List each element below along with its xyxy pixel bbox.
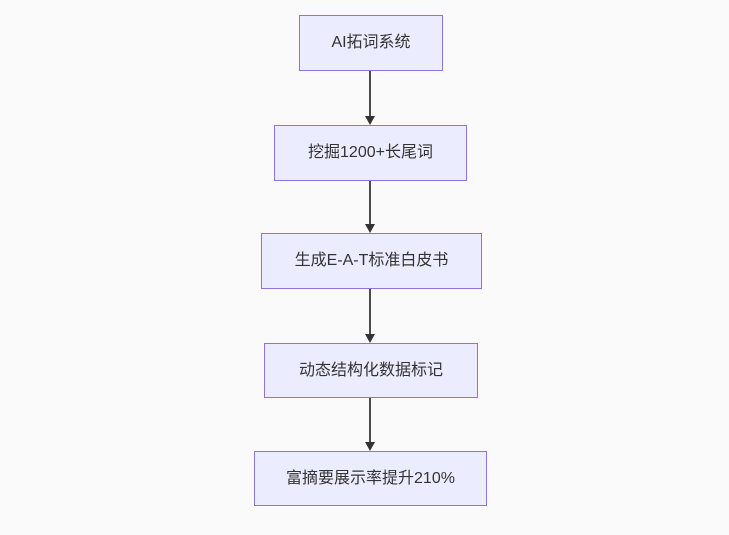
arrowhead-down-icon [365, 442, 375, 451]
edge-line-1 [369, 71, 371, 116]
arrowhead-down-icon [365, 334, 375, 343]
flow-node-label: AI拓词系统 [331, 34, 411, 51]
flow-node-label: 挖掘1200+长尾词 [308, 144, 433, 161]
flow-node-label: 富摘要展示率提升210% [286, 469, 455, 487]
arrowhead-down-icon [365, 224, 375, 233]
flow-node-ai-keyword-system: AI拓词系统 [299, 15, 443, 71]
flow-node-label: 动态结构化数据标记 [298, 361, 443, 379]
flow-node-label: 生成E-A-T标准白皮书 [294, 252, 449, 269]
edge-line-2 [369, 181, 371, 224]
edge-line-3 [369, 289, 371, 334]
flow-node-eat-whitepaper: 生成E-A-T标准白皮书 [261, 233, 482, 289]
flow-node-rich-snippet-result: 富摘要展示率提升210% [254, 451, 487, 506]
edge-line-4 [369, 398, 371, 442]
flow-node-longtail-mining: 挖掘1200+长尾词 [274, 125, 467, 181]
arrowhead-down-icon [365, 116, 375, 125]
flow-node-structured-data-markup: 动态结构化数据标记 [264, 343, 478, 398]
